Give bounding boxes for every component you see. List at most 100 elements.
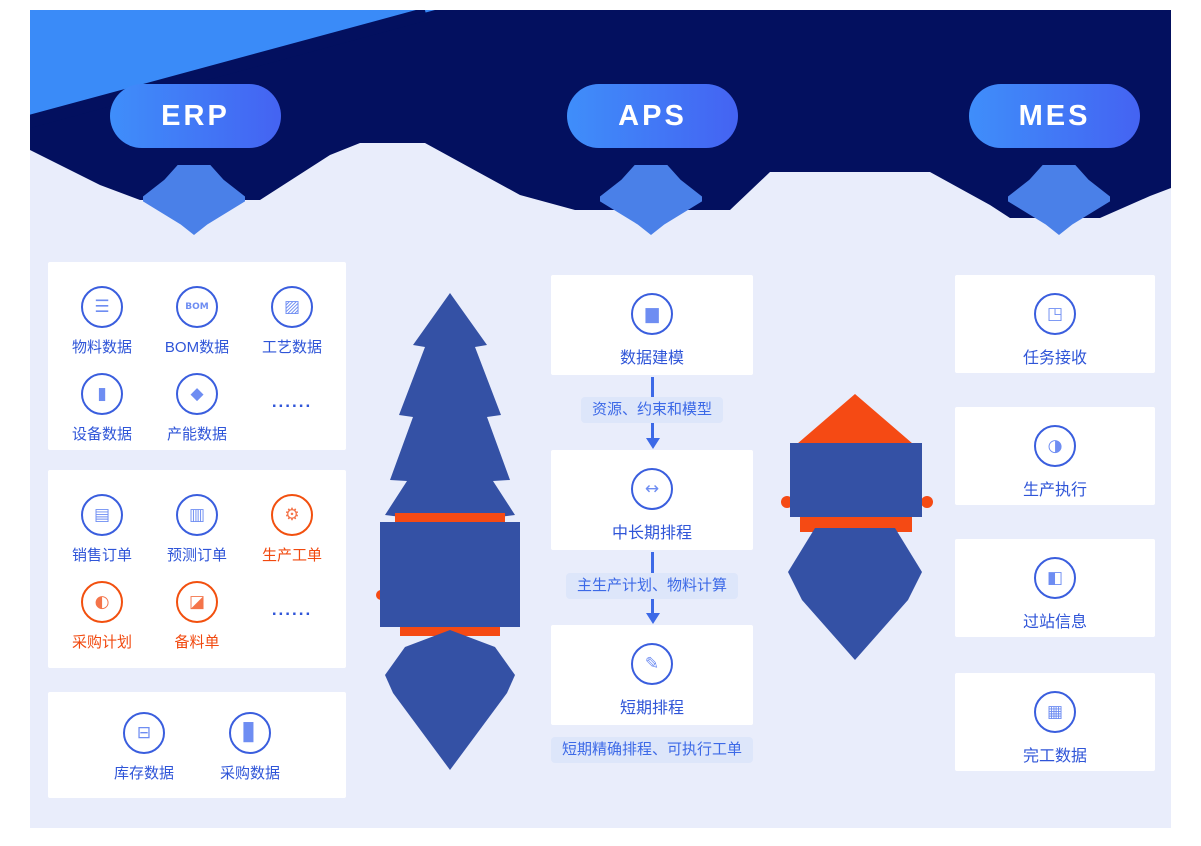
icon-glyph: ▦ — [1046, 701, 1064, 722]
step-item: ◳ 任务接收 — [955, 275, 1155, 368]
data-item: ▮ 设备数据 — [56, 373, 148, 444]
aps-step-card: ▆ 数据建模 — [551, 275, 753, 375]
card-row: ◐ 采购计划 ◪ 备料单 ...... — [48, 565, 346, 652]
data-modeling-icon: ▆ — [631, 293, 673, 335]
aps-step-card: ↔ 中长期排程 — [551, 450, 753, 550]
icon-glyph: ▨ — [283, 296, 301, 317]
erp-to-aps-connector — [376, 293, 520, 770]
aps-pill-label: APS — [618, 99, 687, 132]
data-item: ▊ 采购数据 — [204, 712, 296, 783]
item-label: BOM数据 — [164, 339, 230, 356]
aps-pill: APS — [567, 84, 738, 148]
diagram-canvas: ERP APS MES ☰ 物料数据 BOM BOM数据 — [30, 10, 1171, 828]
mes-column: ◳ 任务接收 ◑ 生产执行 ◧ 过站信息 ▦ 完工数据 — [955, 275, 1155, 785]
connector-rect — [790, 443, 922, 517]
icon-glyph: ☰ — [94, 296, 110, 317]
flow-label-chip: 短期精确排程、可执行工单 — [550, 737, 754, 763]
forecast-order-icon: ▥ — [176, 494, 218, 536]
connector-down-arrow — [385, 630, 515, 770]
icon-glyph: ⊟ — [136, 722, 152, 743]
connector-down-arrow — [788, 528, 922, 660]
icon-glyph: ◆ — [190, 383, 204, 404]
step-item: ✎ 短期排程 — [551, 625, 753, 718]
item-label: 物料数据 — [71, 339, 132, 356]
step-label: 过站信息 — [1022, 614, 1087, 631]
step-item: ◑ 生产执行 — [955, 407, 1155, 500]
icon-glyph: ▮ — [97, 383, 107, 404]
step-label: 短期排程 — [619, 700, 684, 717]
task-receive-icon: ◳ — [1034, 293, 1076, 335]
item-label: 工艺数据 — [261, 339, 322, 356]
data-item: ◐ 采购计划 — [56, 581, 148, 652]
step-label: 生产执行 — [1022, 482, 1087, 499]
mes-pill: MES — [969, 84, 1140, 148]
icon-glyph: ▆ — [645, 303, 659, 324]
sales-order-icon: ▤ — [81, 494, 123, 536]
icon-glyph: ◳ — [1046, 303, 1064, 324]
aps-to-mes-connector — [781, 394, 933, 660]
data-item: ⊟ 库存数据 — [98, 712, 190, 783]
step-item: ▆ 数据建模 — [551, 275, 753, 368]
icon-glyph: ▤ — [93, 504, 111, 525]
card-row: ☰ 物料数据 BOM BOM数据 ▨ 工艺数据 — [48, 262, 346, 357]
mes-step-card: ▦ 完工数据 — [955, 673, 1155, 771]
item-label: 采购数据 — [219, 765, 280, 782]
mes-pill-label: MES — [1018, 99, 1091, 132]
capacity-data-icon: ◆ — [176, 373, 218, 415]
aps-step-card: ✎ 短期排程 — [551, 625, 753, 725]
erp-pill-label: ERP — [161, 99, 230, 132]
icon-glyph: ◐ — [94, 591, 110, 612]
corner-stripe — [30, 10, 428, 129]
icon-glyph: ◑ — [1047, 435, 1063, 456]
erp-column: ☰ 物料数据 BOM BOM数据 ▨ 工艺数据 ▮ 设备数据 — [48, 262, 346, 802]
erp-stock-card: ⊟ 库存数据 ▊ 采购数据 — [48, 692, 346, 798]
purchase-data-icon: ▊ — [229, 712, 271, 754]
connector-orange-dot — [921, 496, 933, 508]
step-label: 完工数据 — [1022, 748, 1087, 765]
icon-glyph: ▥ — [188, 504, 206, 525]
card-row: ▤ 销售订单 ▥ 预测订单 ⚙ 生产工单 — [48, 470, 346, 565]
completion-data-icon: ▦ — [1034, 691, 1076, 733]
ellipsis: ...... — [271, 599, 313, 619]
mes-step-card: ◧ 过站信息 — [955, 539, 1155, 637]
data-item: ◪ 备料单 — [151, 581, 243, 652]
icon-glyph: ↔ — [644, 478, 660, 499]
station-info-icon: ◧ — [1034, 557, 1076, 599]
icon-glyph: ✎ — [644, 653, 660, 674]
step-item: ↔ 中长期排程 — [551, 450, 753, 543]
connector-orange-arrow — [790, 394, 920, 450]
erp-master-data-card: ☰ 物料数据 BOM BOM数据 ▨ 工艺数据 ▮ 设备数据 — [48, 262, 346, 450]
bom-data-icon: BOM — [176, 286, 218, 328]
icon-glyph: ▊ — [243, 722, 257, 743]
data-item: ◆ 产能数据 — [151, 373, 243, 444]
icon-glyph: ⚙ — [284, 504, 300, 525]
card-row: ▮ 设备数据 ◆ 产能数据 ...... — [48, 357, 346, 444]
aps-column: ▆ 数据建模 资源、约束和模型 ↔ 中长期排程 主生产计划、物料计算 ✎ 短期排… — [550, 275, 754, 805]
data-item: ▤ 销售订单 — [56, 494, 148, 565]
step-item: ◧ 过站信息 — [955, 539, 1155, 632]
item-label: 备料单 — [174, 634, 220, 651]
icon-glyph: ◧ — [1046, 567, 1064, 588]
connector-rect — [380, 522, 520, 627]
flow-label-chip: 资源、约束和模型 — [580, 397, 724, 423]
icon-glyph: BOM — [185, 301, 209, 312]
data-item: ▨ 工艺数据 — [246, 286, 338, 357]
item-label: 产能数据 — [166, 426, 227, 443]
erp-orders-card: ▤ 销售订单 ▥ 预测订单 ⚙ 生产工单 ◐ 采购计划 — [48, 470, 346, 668]
icon-glyph: ◪ — [188, 591, 206, 612]
data-item: ☰ 物料数据 — [56, 286, 148, 357]
item-label: 预测订单 — [166, 547, 227, 564]
production-execution-icon: ◑ — [1034, 425, 1076, 467]
step-item: ▦ 完工数据 — [955, 673, 1155, 766]
short-term-scheduling-icon: ✎ — [631, 643, 673, 685]
connector-up-arrow — [385, 293, 515, 523]
purchase-plan-icon: ◐ — [81, 581, 123, 623]
card-row: ⊟ 库存数据 ▊ 采购数据 — [48, 692, 346, 783]
data-item: BOM BOM数据 — [151, 286, 243, 357]
material-prep-icon: ◪ — [176, 581, 218, 623]
item-label: 设备数据 — [71, 426, 132, 443]
step-label: 数据建模 — [619, 350, 684, 367]
item-label: 采购计划 — [71, 634, 132, 651]
step-label: 中长期排程 — [611, 525, 692, 542]
step-label: 任务接收 — [1022, 350, 1087, 367]
